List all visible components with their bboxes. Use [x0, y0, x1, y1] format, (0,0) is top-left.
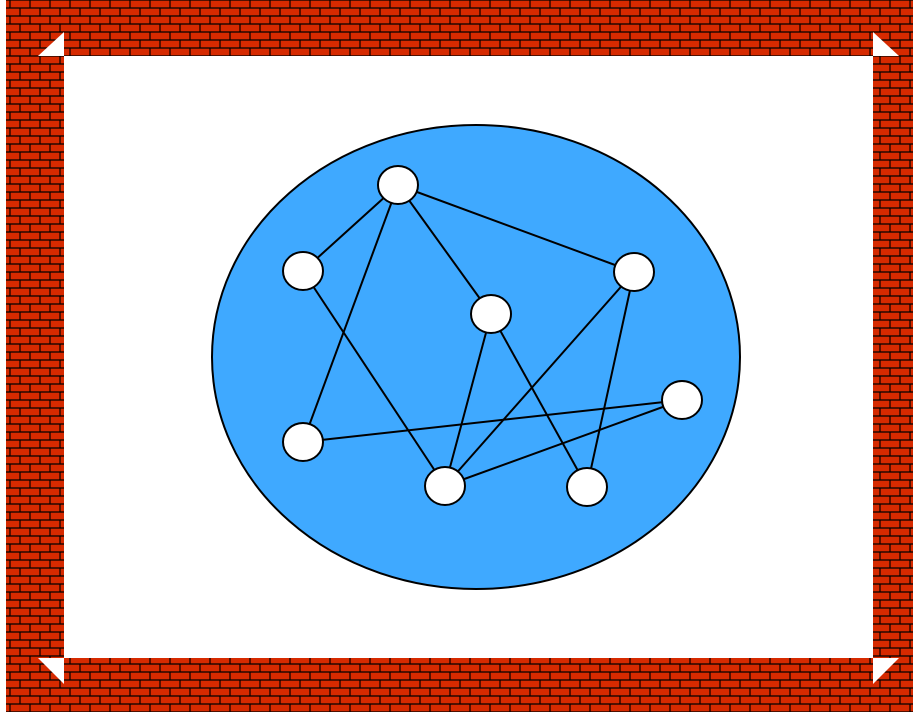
- graph-node-bottom-center: [425, 467, 465, 505]
- brick-frame-left: [6, 56, 64, 658]
- graph-node-upper-right: [614, 253, 654, 291]
- brick-frame-bottom: [6, 658, 913, 712]
- graph-node-lower-left: [283, 423, 323, 461]
- graph-region-ellipse: [212, 125, 740, 589]
- graph-node-right: [662, 381, 702, 419]
- graph-node-center: [471, 295, 511, 333]
- graph-node-bottom-right: [567, 468, 607, 506]
- brick-frame-top: [6, 0, 913, 56]
- brick-frame-right: [873, 56, 913, 658]
- graph-node-top: [378, 166, 418, 204]
- graph-node-upper-left: [283, 252, 323, 290]
